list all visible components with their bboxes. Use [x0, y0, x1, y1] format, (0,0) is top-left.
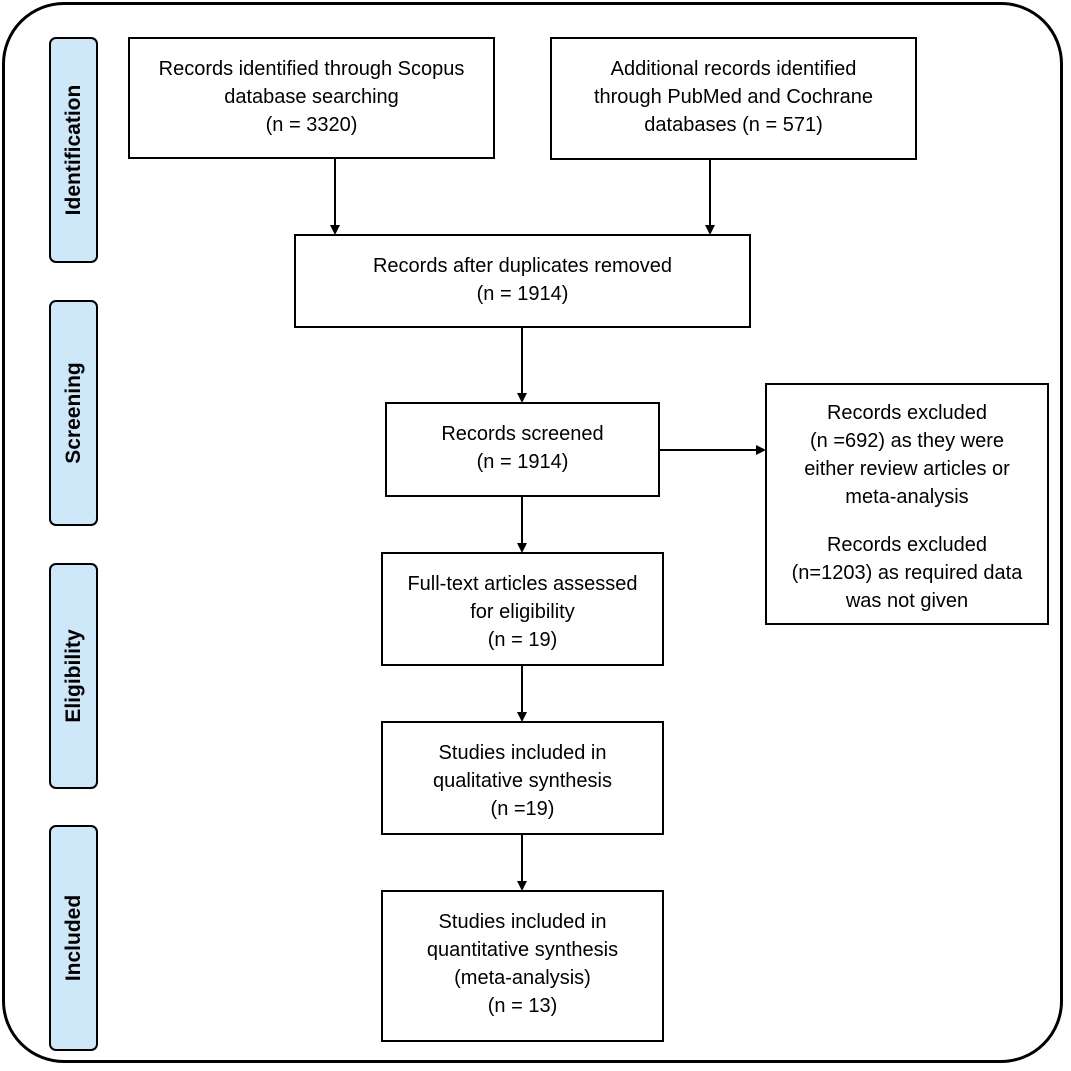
box-qualitative-line-2: qualitative synthesis [433, 770, 612, 792]
box-scopus-line-2: database searching [224, 86, 399, 108]
box-scopus-records: Records identified through Scopus databa… [128, 37, 495, 159]
box-additional-line-1: Additional records identified [610, 58, 857, 80]
box-excluded-1-line-1: Records excluded [826, 402, 988, 424]
box-additional-records: Additional records identified through Pu… [550, 37, 917, 160]
box-excluded-2-line-2: (n=1203) as required data [791, 562, 1023, 584]
box-qualitative-synthesis: Studies included in qualitative synthesi… [381, 721, 664, 835]
box-excluded-gap [767, 511, 1047, 531]
box-screened-line-2: (n = 1914) [476, 451, 569, 473]
box-scopus-line-1: Records identified through Scopus [158, 58, 465, 80]
phase-eligibility: Eligibility [49, 563, 98, 789]
box-fulltext-line-1: Full-text articles assessed [407, 573, 638, 595]
box-records-screened: Records screened (n = 1914) [385, 402, 660, 497]
box-fulltext-line-2: for eligibility [470, 601, 575, 623]
box-screened-line-1: Records screened [441, 423, 604, 445]
box-excluded-1-line-4: meta-analysis [845, 486, 969, 508]
box-scopus-line-3: (n = 3320) [265, 114, 358, 136]
box-quantitative-line-2: quantitative synthesis [426, 939, 619, 961]
phase-identification: Identification [49, 37, 98, 263]
box-quantitative-line-4: (n = 13) [487, 995, 558, 1017]
box-excluded-2-line-3: was not given [845, 590, 969, 612]
box-quantitative-line-1: Studies included in [438, 911, 607, 933]
box-records-excluded: Records excluded (n =692) as they were e… [765, 383, 1049, 625]
phase-screening: Screening [49, 300, 98, 526]
box-duplicates-line-1: Records after duplicates removed [372, 255, 673, 277]
box-additional-line-2: through PubMed and Cochrane [593, 86, 874, 108]
box-excluded-1-line-3: either review articles or [804, 458, 1010, 480]
box-excluded-2-line-1: Records excluded [826, 534, 988, 556]
box-quantitative-synthesis: Studies included in quantitative synthes… [381, 890, 664, 1042]
box-excluded-1-line-2: (n =692) as they were [810, 430, 1004, 452]
phase-included: Included [49, 825, 98, 1051]
box-qualitative-line-3: (n =19) [490, 798, 555, 820]
box-duplicates-line-2: (n = 1914) [476, 283, 569, 305]
box-quantitative-line-3: (meta-analysis) [454, 967, 591, 989]
box-fulltext-line-3: (n = 19) [487, 629, 558, 651]
box-additional-line-3: databases (n = 571) [644, 114, 823, 136]
box-qualitative-line-1: Studies included in [438, 742, 607, 764]
box-fulltext-assessed: Full-text articles assessed for eligibil… [381, 552, 664, 666]
box-after-duplicates: Records after duplicates removed (n = 19… [294, 234, 751, 328]
